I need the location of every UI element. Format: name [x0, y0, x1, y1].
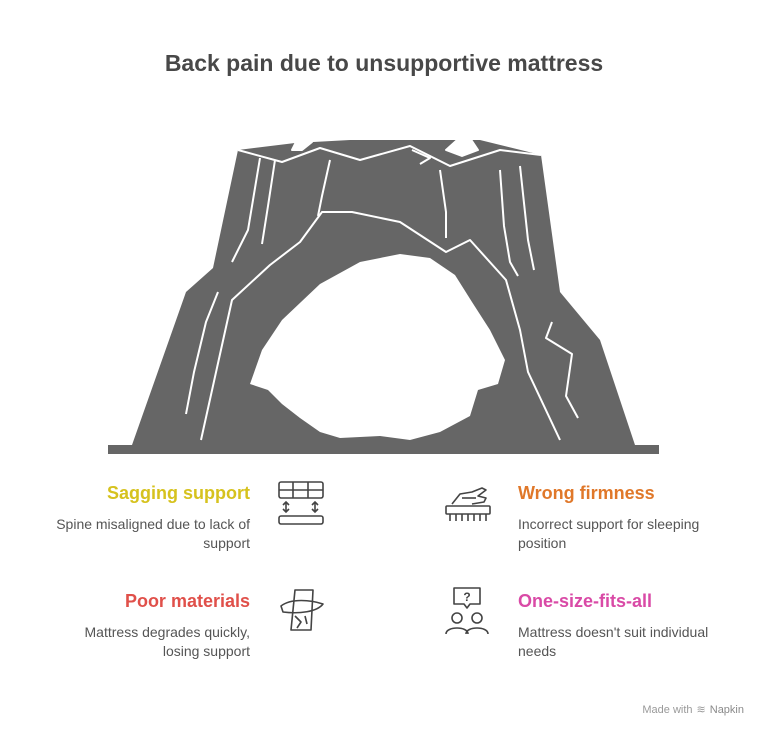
ground-line	[108, 445, 659, 454]
napkin-logo-icon: ≋	[696, 704, 706, 716]
page-title: Back pain due to unsupportive mattress	[164, 50, 604, 76]
rock-cracks	[185, 131, 579, 441]
one-size-fits-all-description: Mattress doesn't suit individual needs	[518, 624, 709, 659]
mattress-spring-icon	[278, 481, 324, 525]
poor-materials-description: Mattress degrades quickly, losing suppor…	[84, 624, 250, 659]
worn-fabric-icon	[280, 589, 324, 631]
hand-pressing-mattress-icon	[445, 487, 491, 521]
one-size-fits-all-title: One-size-fits-all	[518, 591, 653, 611]
footer-credit: Made with ≋ Napkin	[642, 703, 744, 717]
napkin-brand: Napkin	[709, 703, 744, 716]
people-question-icon: ?	[445, 587, 489, 635]
arch-opening	[250, 254, 505, 440]
wrong-firmness-description: Incorrect support for sleeping position	[518, 516, 700, 551]
made-with-label: Made with	[642, 703, 693, 716]
svg-text:?: ?	[463, 590, 470, 604]
poor-materials-title: Poor materials	[124, 591, 250, 611]
sagging-support-title: Sagging support	[107, 483, 250, 503]
sagging-support-description: Spine misaligned due to lack of support	[56, 516, 250, 551]
wrong-firmness-title: Wrong firmness	[518, 483, 655, 503]
